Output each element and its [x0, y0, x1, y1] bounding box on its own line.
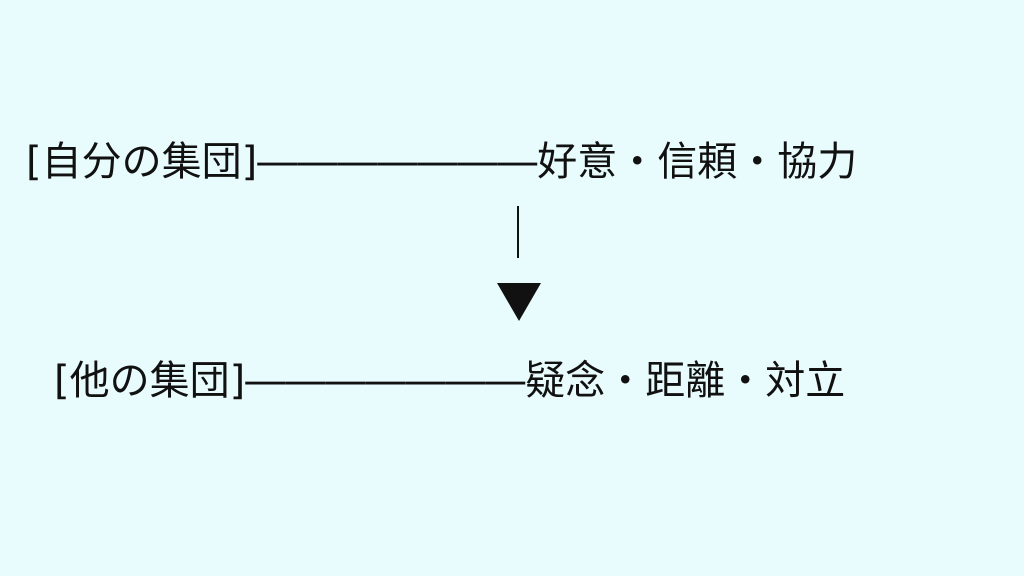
out-group-line: [他の集団]―――――――疑念・距離・対立 — [54, 358, 846, 404]
down-arrow-icon — [497, 283, 541, 321]
connector-line — [517, 206, 519, 258]
in-group-line: [自分の集団]―――――――好意・信頼・協力 — [26, 139, 858, 185]
